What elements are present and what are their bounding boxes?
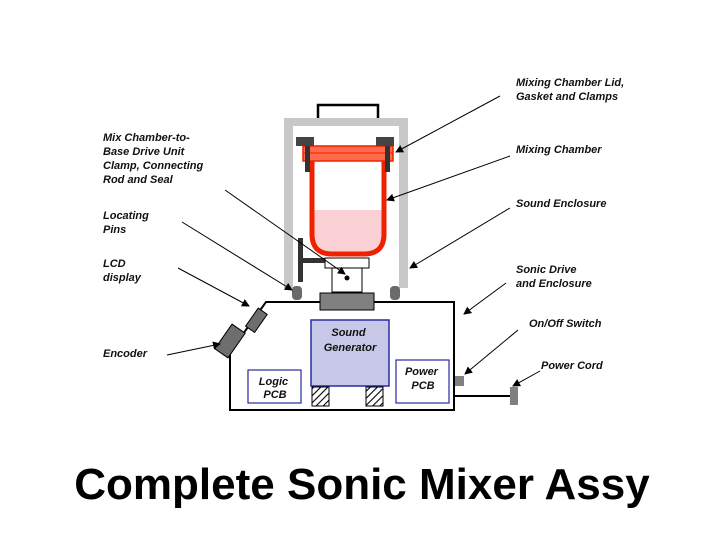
chamber-liquid [312, 210, 384, 254]
label-chamber: Mixing Chamber [516, 144, 602, 156]
power-pcb [395, 359, 450, 404]
drive-coupler [319, 292, 375, 311]
leader-drive [463, 282, 507, 315]
drive-unit-clamp [298, 238, 328, 282]
label-enclosure: Sound Enclosure [516, 198, 606, 210]
chamber-lid [296, 137, 394, 172]
leader-lid [395, 95, 501, 153]
label-drive: Sonic Drive and Enclosure [516, 264, 592, 290]
sound-enclosure [284, 118, 408, 288]
sound-enclosure-left-wall [284, 118, 293, 288]
label-cord: Power Cord [541, 360, 603, 372]
leader-pins [181, 221, 293, 291]
leader-switch [464, 329, 519, 375]
diagram-title: Complete Sonic Mixer Assy [74, 460, 650, 509]
leader-cord [512, 370, 541, 387]
lid-clamp-right [376, 137, 394, 146]
lid-clamp-right-arm [385, 146, 390, 172]
leader-enclosure [409, 207, 511, 269]
sound-generator-mount-left [311, 386, 330, 407]
sound-generator [310, 319, 390, 387]
leader-lcd [177, 267, 250, 307]
encoder-knob [214, 323, 246, 359]
sound-generator-mount-right [365, 386, 384, 407]
enclosure-handle [316, 103, 380, 118]
mixing-chamber [309, 160, 387, 257]
sound-enclosure-right-wall [399, 118, 408, 288]
label-logic-pcb: Logic PCB [259, 376, 291, 401]
label-lcd: LCD display [103, 258, 142, 284]
chamber-wall [309, 160, 387, 257]
lid-clamp-left-arm [305, 146, 310, 172]
lid-clamp-left [296, 137, 314, 146]
leader-chamber [386, 155, 511, 202]
leader-clamp [224, 189, 346, 275]
locating-pin-right [390, 286, 400, 300]
label-clamp: Mix Chamber-to- Base Drive Unit Clamp, C… [103, 132, 206, 186]
logic-pcb [247, 369, 302, 404]
label-encoder: Encoder [103, 348, 148, 360]
power-cord-plug [510, 387, 518, 405]
on-off-switch [455, 376, 464, 386]
label-sound-generator: Sound Generator [324, 327, 377, 354]
connecting-rod-collar [324, 257, 370, 269]
connecting-rod-pivot [344, 275, 350, 281]
sound-enclosure-top [284, 118, 408, 126]
lcd-display [244, 307, 268, 334]
label-pins: Locating Pins [103, 210, 152, 236]
label-power-pcb: Power PCB [405, 366, 441, 392]
leader-encoder [166, 341, 221, 356]
label-lid: Mixing Chamber Lid, Gasket and Clamps [516, 77, 627, 103]
locating-pin-left [292, 286, 302, 300]
label-switch: On/Off Switch [529, 318, 602, 330]
clamp-horizontal-bar [300, 258, 328, 263]
